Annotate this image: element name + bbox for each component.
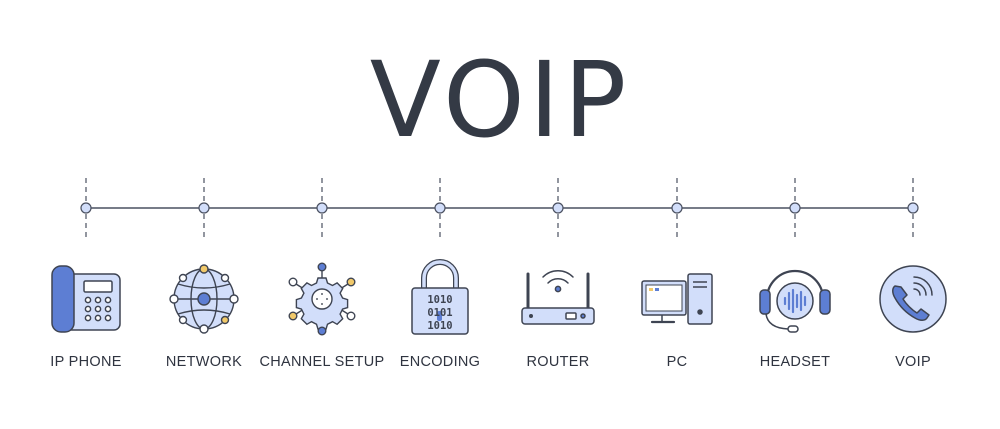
timeline-marker-8 [907,178,919,238]
encoding-lock-icon: 1010 0101 1010 [411,259,469,335]
network-icon [169,264,239,334]
encoding-digits-row-1: 1010 [427,294,452,306]
channel-setup-icon [288,262,356,336]
label-voip: VOIP [895,354,931,370]
headset-icon [759,269,831,333]
router-icon [521,270,595,325]
label-router: ROUTER [526,354,590,370]
timeline-marker-7 [789,178,801,238]
encoding-digits-row-3: 1010 [427,320,452,332]
label-network: NETWORK [165,354,243,370]
label-headset: HEADSET [759,354,831,370]
timeline-marker-1 [80,178,92,238]
timeline-marker-4 [434,178,446,238]
encoding-digits-row-2: 0101 [427,307,452,319]
timeline-marker-5 [552,178,564,238]
voip-call-icon [879,265,947,333]
ip-phone-icon [51,265,121,333]
label-ip-phone: IP PHONE [50,354,122,370]
label-pc: PC [666,354,688,370]
timeline-markers [80,178,919,238]
page-title: VOIP [369,39,631,161]
timeline-marker-2 [198,178,210,238]
label-encoding: ENCODING [399,354,481,370]
label-channel-setup: CHANNEL SETUP [259,354,385,370]
timeline-marker-6 [671,178,683,238]
timeline-marker-3 [316,178,328,238]
pc-icon [641,273,713,325]
